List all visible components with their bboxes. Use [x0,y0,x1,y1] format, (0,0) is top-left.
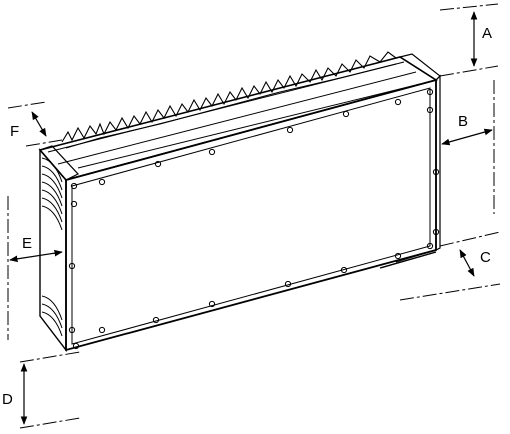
heatsink-fins [61,51,397,143]
reference-lines [7,3,501,429]
dimension-label-f: F [10,123,19,140]
dimension-label-b: B [458,113,468,130]
enclosure-front-face [65,78,437,352]
dimension-f-arrow [31,111,47,137]
dimension-e-arrow [9,249,63,263]
enclosure-left-side [39,148,67,353]
enclosure-top-face [38,56,438,181]
dimension-label-d: D [2,391,13,408]
enclosure-unit [38,51,441,353]
dimension-c-arrow [459,249,475,277]
mounting-screws [68,88,440,350]
side-fins [41,157,63,337]
dimension-arrows [9,11,493,425]
dimension-label-c: C [480,249,491,266]
dimension-labels: A B C D E F [2,25,492,408]
dimension-label-a: A [482,25,492,42]
dimension-b-arrow [441,128,493,146]
dimension-label-e: E [22,235,32,252]
